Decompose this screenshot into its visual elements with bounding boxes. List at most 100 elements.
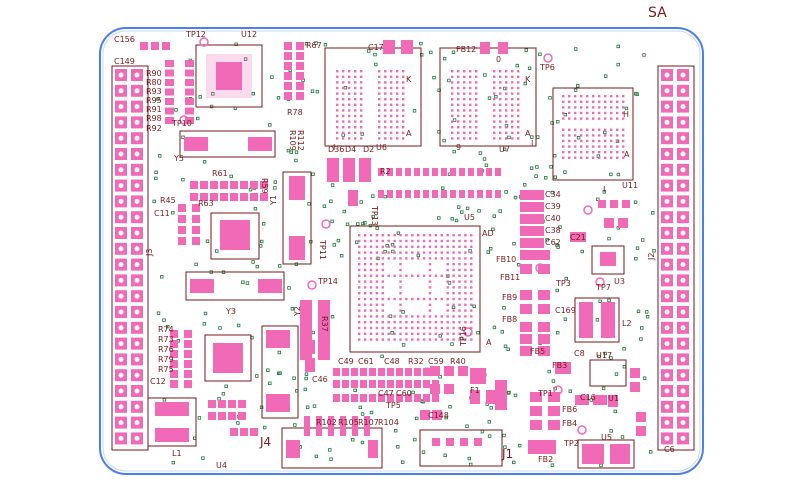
bga-ball	[574, 134, 577, 137]
bga-ball	[464, 251, 467, 254]
bga-ball	[354, 103, 357, 106]
bga-ball	[592, 145, 595, 148]
connector-j4[interactable]	[281, 416, 383, 469]
via	[270, 75, 274, 79]
bga-ball	[452, 268, 455, 272]
test-point[interactable]	[577, 425, 587, 435]
header-pin-hole	[118, 230, 124, 236]
bga-ball	[434, 274, 438, 277]
header-pin-hole	[118, 325, 124, 331]
via	[651, 211, 655, 215]
bga-ball	[358, 280, 361, 283]
bga-ball	[580, 145, 583, 148]
silkscreen-label-c62: C62	[545, 238, 561, 247]
silkscreen-label-tp1: TP1	[537, 389, 553, 398]
smd-pad	[200, 193, 208, 201]
smd-pad	[192, 226, 200, 234]
bga-ball	[475, 103, 478, 106]
bga-ball	[405, 321, 408, 324]
silkscreen-label-c6: C6	[664, 445, 675, 454]
bga-ball	[434, 338, 438, 341]
crystal-y5[interactable]	[179, 130, 276, 158]
smd-pad	[228, 400, 236, 408]
bga-ball	[378, 120, 381, 123]
inductor-l2[interactable]	[574, 297, 620, 343]
bga-ball	[360, 103, 363, 106]
via	[393, 428, 398, 433]
bga-ball	[336, 81, 339, 84]
header-pin-hole	[664, 293, 670, 299]
test-point[interactable]	[179, 115, 189, 125]
via	[198, 95, 202, 99]
via	[245, 281, 250, 285]
bga-ball	[470, 338, 473, 341]
bga-ball	[440, 274, 443, 277]
crystal-y3[interactable]	[185, 271, 285, 301]
bga-ball	[446, 239, 449, 243]
via	[451, 305, 456, 309]
via	[162, 318, 166, 322]
via	[380, 354, 384, 359]
via	[371, 214, 375, 219]
crystal-y1[interactable]	[282, 171, 312, 265]
via	[564, 276, 568, 281]
test-point[interactable]	[199, 37, 209, 47]
chip-u6[interactable]	[324, 47, 422, 147]
connector-j1[interactable]	[419, 429, 503, 467]
header-pin-hole	[118, 372, 124, 378]
chip-u5-soc[interactable]	[349, 225, 481, 353]
bga-ball	[393, 338, 396, 341]
smd-pad	[369, 368, 376, 376]
bga-ball	[458, 309, 461, 312]
bga-ball	[405, 245, 408, 248]
bga-ball	[336, 120, 339, 123]
bga-ball	[428, 257, 432, 260]
chip-u3[interactable]	[591, 245, 625, 275]
bga-ball	[610, 156, 613, 159]
test-point[interactable]	[463, 327, 473, 337]
bga-ball	[363, 297, 367, 301]
smd-pad	[296, 92, 304, 100]
via	[607, 298, 611, 303]
test-point[interactable]	[553, 385, 563, 395]
bga-ball	[358, 268, 361, 272]
bga-ball	[592, 111, 595, 115]
bga-ball	[458, 321, 461, 324]
inductor-l1[interactable]	[147, 397, 197, 447]
bga-ball	[384, 131, 387, 134]
header-j2[interactable]	[657, 65, 695, 451]
chip-bottom-right[interactable]	[577, 439, 635, 469]
silkscreen-label-u5b: U5	[601, 433, 612, 442]
test-point[interactable]	[321, 219, 331, 229]
test-point[interactable]	[307, 280, 317, 290]
bga-ball	[470, 321, 473, 324]
chip-u17[interactable]	[589, 359, 627, 387]
header-j3[interactable]	[111, 65, 149, 451]
bga-ball	[517, 126, 520, 129]
smd-pad	[548, 392, 560, 402]
bga-ball	[358, 303, 361, 306]
smd-pad	[458, 366, 468, 376]
bga-ball	[458, 263, 461, 266]
bga-ball	[348, 75, 351, 78]
test-point[interactable]	[583, 205, 593, 215]
via	[506, 391, 511, 395]
crystal-y4[interactable]	[261, 325, 299, 419]
bga-ball	[363, 332, 367, 335]
chip-u12[interactable]	[195, 44, 263, 108]
chip-left-lower[interactable]	[204, 334, 252, 382]
bga-ball	[360, 137, 363, 140]
chip-left-upper[interactable]	[210, 212, 260, 260]
silkscreen-label-d36: D36	[328, 145, 344, 154]
test-point[interactable]	[595, 277, 605, 287]
smd-pad	[351, 380, 358, 388]
test-point[interactable]	[543, 53, 553, 63]
chip-u11[interactable]	[552, 87, 634, 181]
via	[332, 243, 336, 247]
bga-ball	[336, 75, 339, 78]
j1-pin	[460, 438, 468, 446]
smd-pad	[185, 117, 194, 124]
test-point[interactable]	[535, 263, 545, 273]
bga-ball	[446, 251, 449, 254]
via	[468, 462, 473, 467]
